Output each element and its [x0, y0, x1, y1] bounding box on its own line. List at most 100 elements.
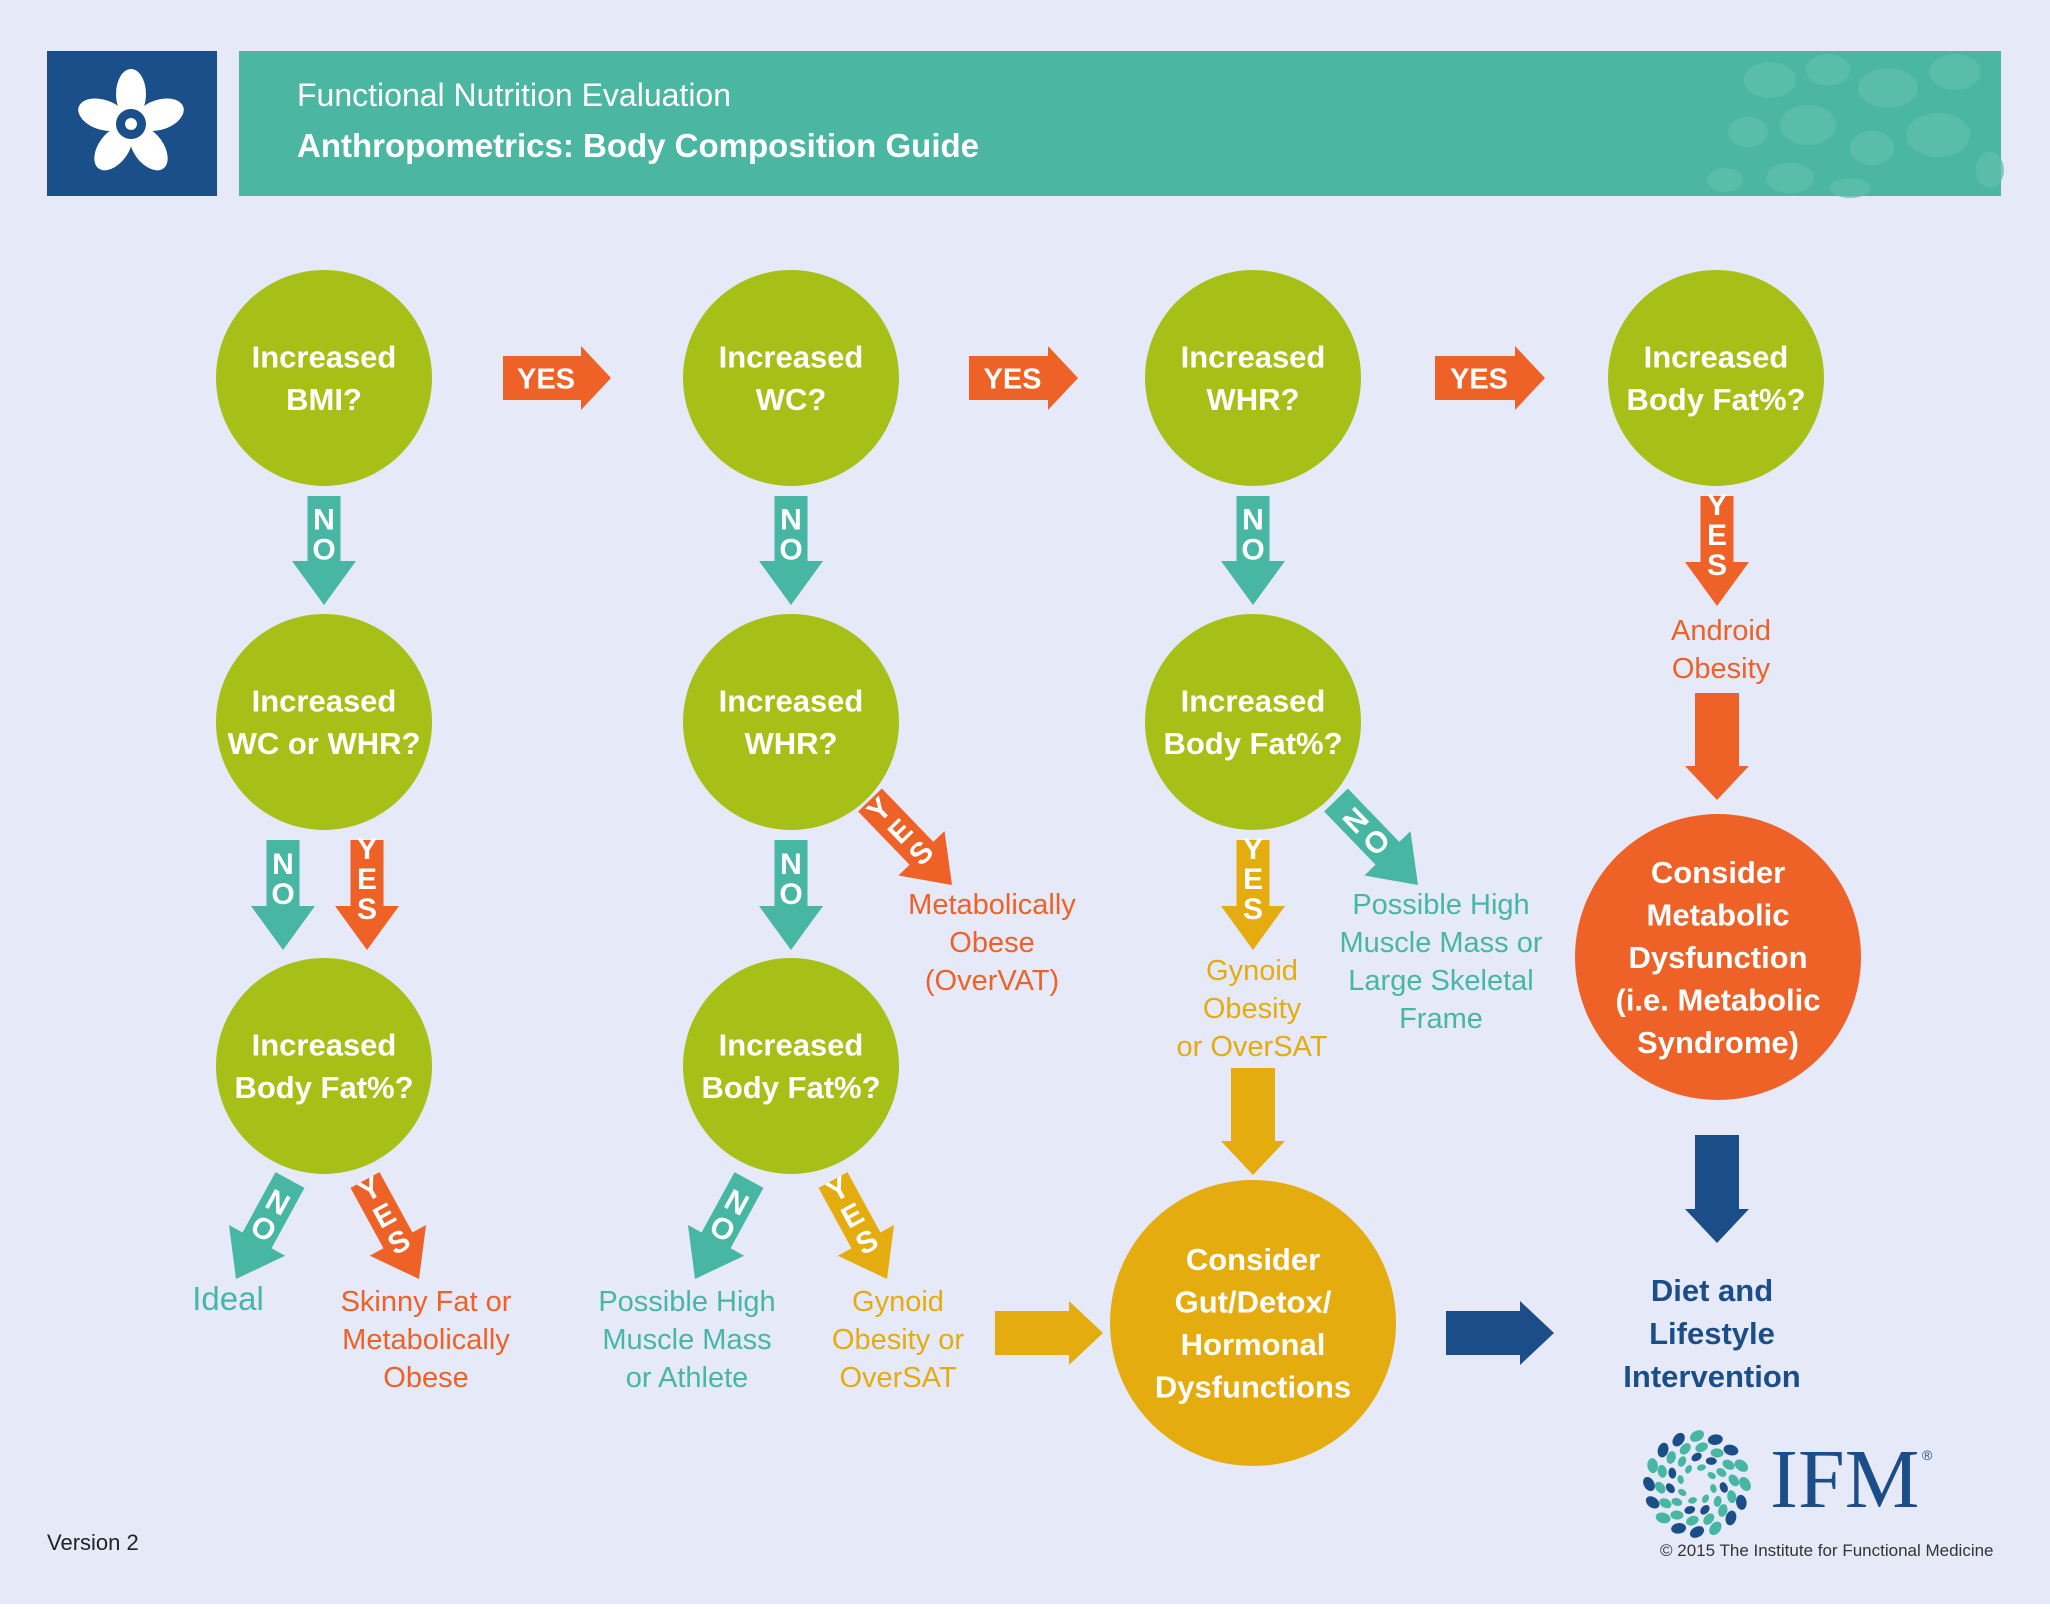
header-banner: Functional Nutrition Evaluation Anthropo… [239, 51, 2004, 198]
no-arrow-c1-1: NO [292, 496, 356, 605]
svg-text:S: S [357, 893, 377, 926]
arrow-gut-to-diet [1446, 1301, 1554, 1365]
node-circle [216, 270, 432, 486]
node-circle [1145, 614, 1361, 830]
arrow-label: NO [271, 848, 294, 911]
arrow-shape [858, 788, 953, 886]
arrow-label: NO [779, 848, 802, 911]
node-label-line: Dysfunctions [1155, 1370, 1351, 1405]
no-arrow-c3-1: NO [1221, 496, 1285, 605]
arrow-metabolic-to-diet [1685, 1135, 1749, 1243]
arrow-shape [1685, 496, 1749, 606]
arrow-shape [1685, 693, 1749, 800]
arrow-shape [228, 1172, 305, 1280]
node-label-line: Metabolic [1647, 897, 1790, 932]
arrow-shape [292, 496, 356, 605]
outcome-label-line: Obese [383, 1362, 468, 1394]
outcome-label-line: Diet and [1651, 1273, 1773, 1308]
ifm-circle-logo-icon [1643, 1430, 1751, 1538]
svg-text:E: E [1243, 863, 1263, 896]
copyright-text: © 2015 The Institute for Functional Medi… [1660, 1541, 1994, 1560]
node-label-line: WHR? [745, 726, 838, 761]
outcome-label-line: Obesity [1672, 653, 1771, 685]
outcome-label-line: Ideal [192, 1280, 264, 1317]
arrow-label: YES [983, 363, 1041, 395]
arrow-shape [1324, 788, 1419, 886]
node-label-line: Hormonal [1181, 1327, 1326, 1362]
node-label-line: Consider [1651, 855, 1785, 890]
node-label-line: Increased [719, 340, 864, 375]
node-label-line: WC or WHR? [228, 726, 421, 761]
outcome-label-line: Obese [949, 927, 1034, 959]
arrow-shape [350, 1172, 427, 1280]
no-arrow-c2-muscle: NO [687, 1172, 764, 1280]
outcome-label-line: Frame [1399, 1003, 1483, 1035]
no-arrow-c1-2: NO [251, 840, 315, 950]
banner-decoration [1707, 54, 2004, 198]
node-label-line: Body Fat%? [701, 1070, 880, 1105]
outcome-label-line: Gynoid [1206, 955, 1298, 987]
yes-arrow-whr-to-bodyfat: YES [1435, 346, 1545, 410]
node-label-line: (i.e. Metabolic [1616, 982, 1821, 1017]
svg-text:N: N [272, 848, 294, 881]
svg-text:Y: Y [1707, 489, 1727, 522]
svg-text:E: E [1707, 519, 1727, 552]
version-label: Version 2 [47, 1530, 139, 1555]
registered-mark: ® [1922, 1447, 1933, 1463]
flower-logo-icon [47, 51, 217, 196]
no-arrow-c2-2: NO [759, 840, 823, 950]
arrow-label: YES [861, 791, 940, 872]
arrow-gynoid-to-gut [995, 1301, 1103, 1365]
arrow-label: NO [312, 504, 335, 567]
node-c1-wc-whr: Increased WC or WHR? [216, 614, 432, 830]
outcome-label-line: Metabolically [908, 889, 1076, 921]
outcome-label-line: Skinny Fat or [341, 1286, 512, 1318]
arrow-shape [995, 1301, 1103, 1365]
arrow-shape [503, 346, 611, 410]
node-label-line: Increased [252, 684, 397, 719]
arrow-shape [1685, 1135, 1749, 1243]
no-arrow-c3-muscle: NO [1324, 788, 1419, 886]
svg-text:O: O [779, 878, 802, 911]
arrow-label: YES [1243, 833, 1263, 926]
outcome-label-line: Possible High [598, 1286, 775, 1318]
node-circle [216, 614, 432, 830]
arrow-label: NO [779, 504, 802, 567]
outcome-label-line: or OverSAT [1177, 1031, 1328, 1063]
outcome-label-line: Obesity or [832, 1324, 964, 1356]
ifm-logo-text: IFM [1770, 1433, 1919, 1526]
node-label-line: Syndrome) [1637, 1025, 1799, 1060]
yes-arrow-c1-2: YES [335, 833, 399, 950]
node-label-line: Increased [252, 1028, 397, 1063]
node-label-line: Consider [1186, 1242, 1320, 1277]
no-arrow-c2-1: NO [759, 496, 823, 605]
svg-text:O: O [1241, 534, 1264, 567]
svg-text:Y: Y [357, 833, 377, 866]
svg-text:Y: Y [1243, 833, 1263, 866]
arrow-shape [1221, 1068, 1285, 1175]
header-subtitle: Functional Nutrition Evaluation [297, 77, 731, 113]
outcome-label-line: Lifestyle [1649, 1316, 1775, 1351]
yes-arrow-c3-gynoid: YES [1221, 833, 1285, 950]
node-circle [1608, 270, 1824, 486]
node-circle [683, 270, 899, 486]
arrow-shape [818, 1172, 895, 1280]
node-circle [1575, 814, 1861, 1100]
arrow-label: YES [1707, 489, 1727, 582]
arrow-shape [759, 840, 823, 950]
node-label-line: Increased [252, 340, 397, 375]
arrow-label: NO [1241, 504, 1264, 567]
node-label-line: Gut/Detox/ [1175, 1285, 1332, 1320]
node-label-line: Dysfunction [1628, 940, 1807, 975]
